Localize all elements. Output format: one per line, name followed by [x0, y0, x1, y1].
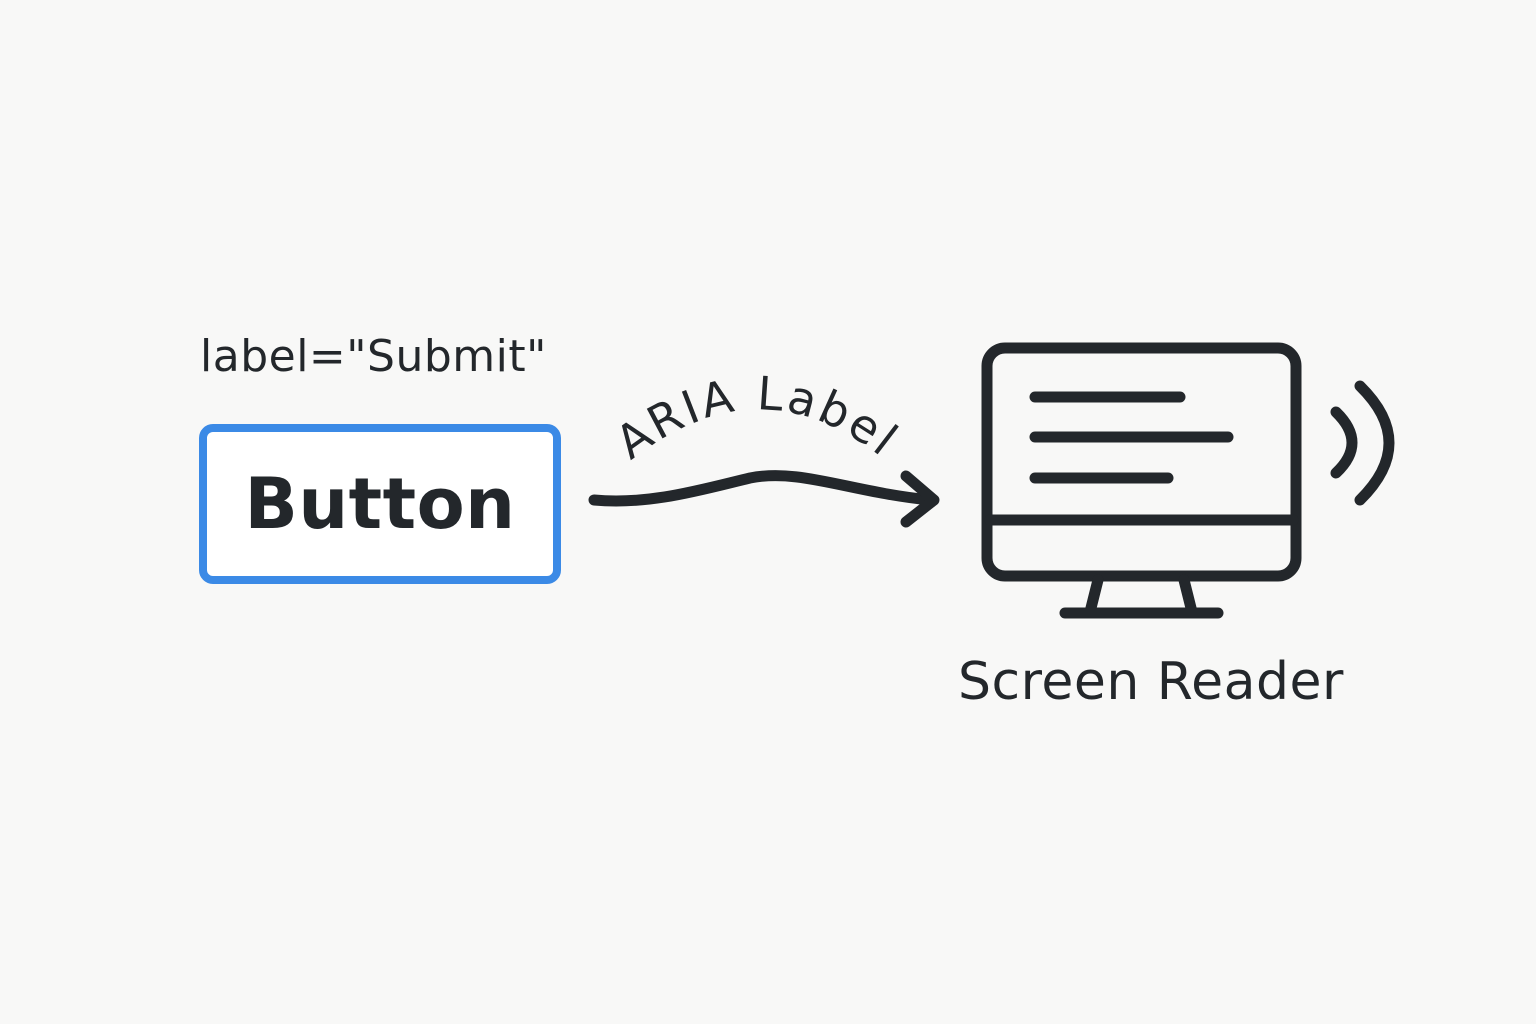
arrow-icon — [588, 470, 940, 528]
aria-label-arc-text: ARIA Label — [606, 366, 910, 469]
monitor-icon — [981, 342, 1302, 619]
sound-waves-icon — [1330, 380, 1395, 506]
aria-attribute-label: label="Submit" — [200, 331, 547, 382]
example-button-label: Button — [244, 463, 516, 545]
screen-reader-label: Screen Reader — [958, 652, 1344, 712]
example-button[interactable]: Button — [199, 424, 561, 584]
aria-label-text: ARIA Label — [606, 366, 907, 469]
